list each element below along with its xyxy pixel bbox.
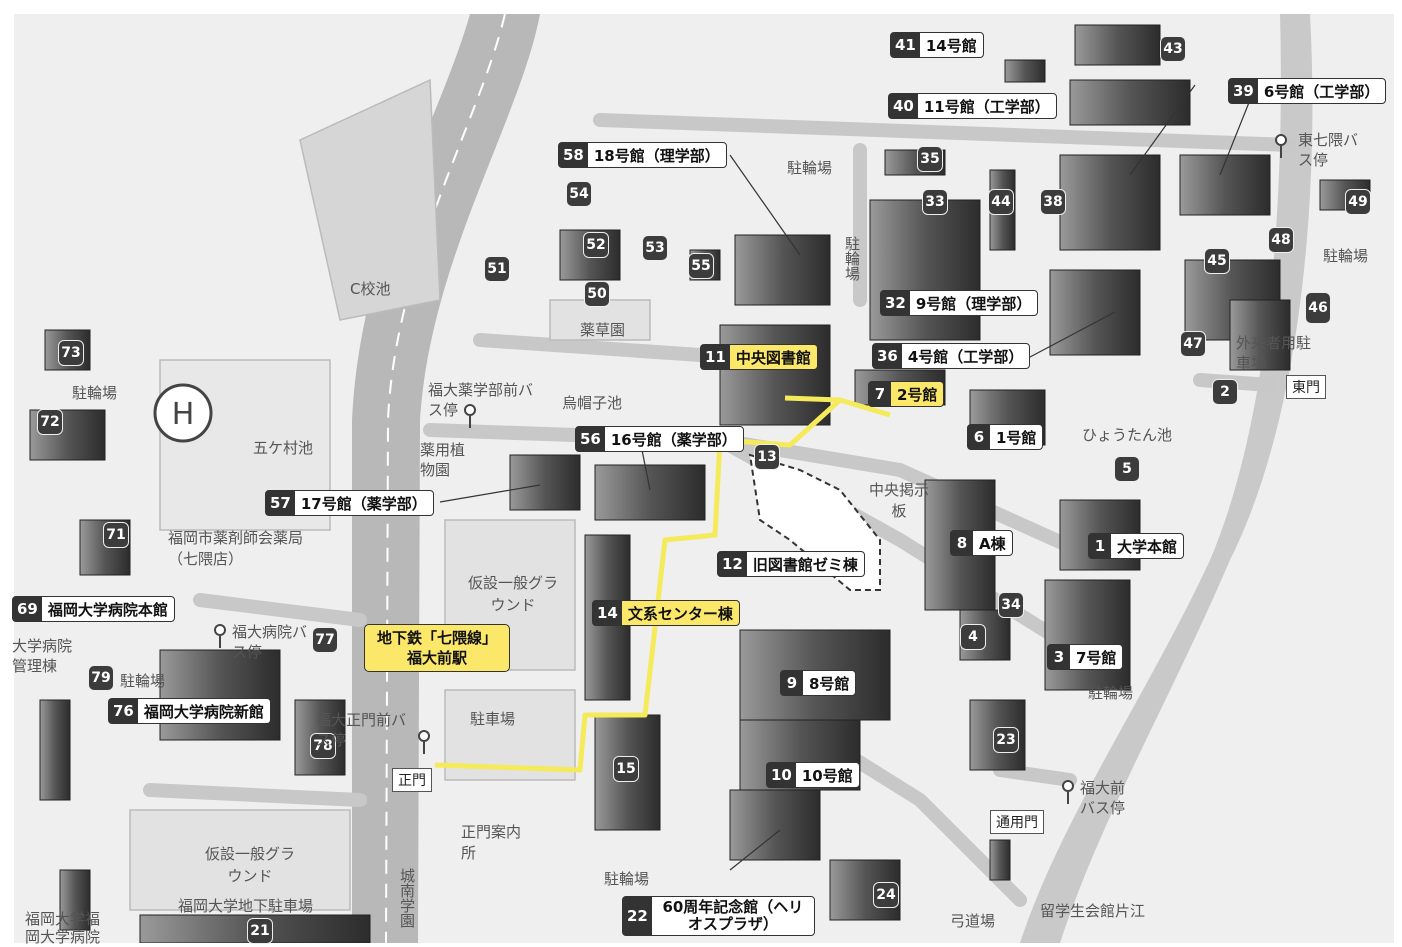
gate-east[interactable]: 東門	[1286, 375, 1326, 399]
badge-49[interactable]: 49	[1345, 189, 1371, 215]
place-ground-1: 仮設一般グラウンド	[468, 574, 559, 614]
badge-50[interactable]: 50	[584, 281, 610, 307]
place-hosp-kanri: 大学病院管理棟	[12, 637, 73, 675]
place-churin-south: 駐輪場	[604, 870, 650, 888]
bus-stop-yakugaku[interactable]: 福大薬学部前バス停	[428, 381, 534, 419]
walking-route	[434, 395, 891, 773]
badge-24[interactable]: 24	[873, 882, 899, 908]
place-churin-1: 駐輪場	[787, 159, 833, 177]
place-c-pond: C校池	[350, 280, 391, 298]
bus-stop-higashi[interactable]: 東七隈バス停	[1298, 131, 1359, 169]
bus-stop-daimae-pin	[1062, 780, 1074, 804]
bus-stop-yakugaku-pin	[464, 404, 476, 428]
place-ryugaku: 留学生会館片江	[1040, 902, 1146, 920]
place-annai: 正門案内所	[461, 823, 522, 862]
badge-45[interactable]: 45	[1204, 248, 1230, 274]
place-gaikai: 外来者用駐車場	[1236, 334, 1312, 372]
bus-stop-seimon[interactable]: 福大正門前バス停	[316, 711, 407, 749]
badge-34[interactable]: 34	[998, 592, 1024, 618]
place-kyudo: 弓道場	[950, 912, 996, 930]
badge-78[interactable]: 78	[310, 733, 336, 759]
badge-55[interactable]: 55	[688, 253, 714, 279]
place-ground-2: 仮設一般グラウンド	[205, 845, 296, 885]
badge-21[interactable]: 21	[247, 918, 273, 944]
badge-71[interactable]: 71	[103, 522, 129, 548]
badge-52[interactable]: 52	[583, 232, 609, 258]
place-hosp-bottom: 福岡大学福岡大学病院	[25, 910, 101, 946]
bus-stop-byoin[interactable]: 福大病院バス停	[232, 623, 308, 661]
place-churin-west: 駐輪場	[72, 384, 118, 402]
badge-13[interactable]: 13	[754, 444, 780, 470]
place-churin-79: 駐輪場	[120, 672, 166, 690]
badge-35[interactable]: 35	[917, 146, 943, 172]
badge-4[interactable]: 4	[960, 624, 986, 650]
place-hyoutan: ひょうたん池	[1082, 426, 1173, 444]
badge-77[interactable]: 77	[312, 627, 338, 653]
place-yakuyo: 薬用植物園	[420, 441, 466, 479]
badge-47[interactable]: 47	[1180, 331, 1206, 357]
place-keijiban: 中央掲示板	[868, 481, 929, 520]
badge-33[interactable]: 33	[922, 189, 948, 215]
place-chusha: 駐車場	[470, 710, 516, 728]
badge-73[interactable]: 73	[58, 340, 84, 366]
badge-46[interactable]: 46	[1305, 292, 1331, 324]
badge-43[interactable]: 43	[1160, 36, 1186, 62]
gate-pass[interactable]: 通用門	[990, 810, 1044, 834]
svg-text:H: H	[172, 397, 195, 432]
place-chika-parking: 福岡大学地下駐車場	[178, 897, 314, 915]
bus-stop-daimae[interactable]: 福大前バス停	[1080, 779, 1126, 817]
place-churin-3: 駐輪場	[1088, 684, 1134, 702]
badge-38[interactable]: 38	[1040, 189, 1066, 215]
place-jonan: 城南学園	[398, 868, 416, 928]
badge-72[interactable]: 72	[37, 409, 63, 435]
bus-stop-higashi-pin	[1275, 134, 1287, 158]
place-eboshi: 烏帽子池	[562, 394, 623, 412]
badge-44[interactable]: 44	[988, 189, 1014, 215]
badge-5[interactable]: 5	[1114, 456, 1140, 482]
place-gokamura: 五ケ村池	[253, 439, 314, 457]
badge-79[interactable]: 79	[88, 665, 114, 691]
badge-51[interactable]: 51	[484, 256, 510, 282]
badge-15[interactable]: 15	[613, 756, 639, 782]
place-yakusou: 薬草園	[580, 321, 626, 339]
badge-53[interactable]: 53	[642, 235, 668, 261]
place-churin-vertical: 駐輪場	[843, 236, 861, 281]
station-callout[interactable]: 地下鉄「七隈線」福大前駅	[364, 624, 510, 672]
place-churin-east: 駐輪場	[1323, 247, 1369, 265]
place-yakuzai: 福岡市薬剤師会薬局（七隈店）	[168, 529, 304, 568]
badge-2[interactable]: 2	[1212, 379, 1238, 405]
badge-54[interactable]: 54	[566, 181, 592, 207]
bus-stop-byoin-pin	[214, 624, 226, 648]
bus-stop-seimon-pin	[418, 730, 430, 754]
helipad-icon	[153, 383, 213, 443]
gate-main[interactable]: 正門	[392, 768, 432, 792]
east-road	[1020, 14, 1313, 943]
badge-48[interactable]: 48	[1268, 227, 1294, 253]
badge-23[interactable]: 23	[993, 727, 1019, 753]
